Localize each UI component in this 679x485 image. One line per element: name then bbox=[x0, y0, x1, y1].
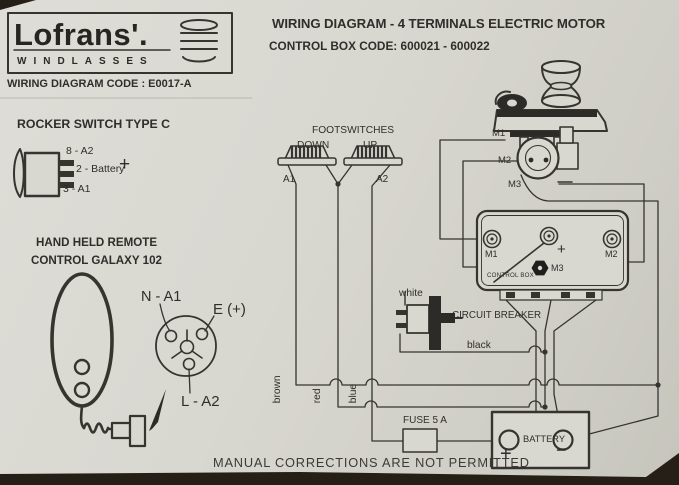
wire-black bbox=[399, 333, 546, 353]
rocker-switch-icon bbox=[13, 148, 74, 198]
brand-sub-text: WINDLASSES bbox=[17, 56, 154, 67]
battery-minus-sign: − bbox=[556, 440, 567, 460]
rocker-pin-3-a1: 3 - A1 bbox=[63, 183, 91, 195]
rocker-pin-2-battery: 2 - Battery bbox=[76, 163, 125, 175]
footswitch-up-icon bbox=[343, 145, 403, 166]
wire-label-blue: blue bbox=[347, 383, 359, 404]
wire-brown bbox=[287, 164, 659, 386]
logo-box bbox=[7, 12, 233, 74]
wire-label-red: red bbox=[311, 388, 323, 404]
motor-m3-label: M3 bbox=[508, 179, 522, 190]
remote-illustration bbox=[50, 272, 166, 448]
battery-label: BATTERY bbox=[523, 434, 566, 444]
battery-plus-sign: + bbox=[500, 443, 512, 465]
motor-body bbox=[516, 136, 560, 180]
wire-label-black: black bbox=[467, 340, 491, 351]
diagram-subtitle: CONTROL BOX CODE: 600021 - 600022 bbox=[269, 39, 490, 53]
pointer-arrow-icon bbox=[149, 389, 166, 431]
control-box-m3-label: M3 bbox=[551, 263, 564, 273]
battery-minus-terminal bbox=[552, 429, 574, 451]
terminal-m1 bbox=[482, 229, 502, 249]
remote-heading-1: HAND HELD REMOTE bbox=[36, 236, 158, 249]
junction-dots bbox=[335, 181, 661, 410]
remote-connector-icon bbox=[155, 303, 217, 394]
control-box-m2-label: M2 bbox=[605, 249, 618, 259]
wire-label-white: white bbox=[399, 288, 423, 299]
control-box-plus-label: + bbox=[557, 241, 566, 258]
footswitch-up-label: UP bbox=[363, 140, 378, 151]
battery-plus-terminal bbox=[498, 429, 520, 451]
wire-red bbox=[337, 183, 546, 408]
wire-blue bbox=[371, 164, 500, 442]
diagram-title: WIRING DIAGRAM - 4 TERMINALS ELECTRIC MO… bbox=[272, 16, 606, 31]
windlass-motor-illustration bbox=[493, 60, 608, 183]
remote-heading-2: CONTROL GALAXY 102 bbox=[31, 254, 162, 267]
battery-icon bbox=[490, 410, 591, 470]
control-box-label: CONTROL BOX bbox=[487, 272, 535, 279]
rocker-switch-heading: ROCKER SWITCH TYPE C bbox=[17, 117, 171, 131]
footswitches-heading: FOOTSWITCHES bbox=[312, 125, 395, 136]
remote-pin-e-plus: E (+) bbox=[213, 301, 246, 318]
fuse-icon bbox=[402, 428, 438, 453]
wire-label-brown: brown bbox=[271, 375, 283, 404]
control-box-m1-label: M1 bbox=[485, 249, 498, 259]
control-box bbox=[475, 209, 630, 301]
remote-pin-l-a2: L - A2 bbox=[181, 393, 220, 410]
winch-drum-icon bbox=[180, 19, 218, 63]
wire-m1 bbox=[439, 139, 506, 240]
circuit-breaker-label: CIRCUIT BREAKER bbox=[452, 310, 542, 321]
remote-pin-n-a1: N - A1 bbox=[141, 289, 182, 305]
footswitch-down-label: DOWN bbox=[297, 140, 330, 151]
terminal-a2-label: A2 bbox=[376, 174, 389, 185]
motor-m2-label: M2 bbox=[498, 155, 512, 166]
wiring-code: WIRING DIAGRAM CODE : E0017-A bbox=[7, 78, 192, 90]
terminal-a1-label: A1 bbox=[283, 174, 296, 185]
terminal-m2 bbox=[602, 229, 622, 249]
wires bbox=[287, 139, 661, 442]
cord-coil bbox=[82, 422, 114, 434]
wire-m2 bbox=[462, 160, 518, 268]
rocker-plus-sign: + bbox=[119, 154, 131, 175]
motor-m1-label: M1 bbox=[492, 128, 506, 139]
footer-note: MANUAL CORRECTIONS ARE NOT PERMITTED bbox=[213, 455, 530, 470]
terminal-center bbox=[539, 226, 559, 246]
wire-cb-m2 bbox=[558, 183, 645, 263]
rocker-pin-8-a2: 8 - A2 bbox=[66, 145, 94, 157]
circuit-breaker-icon bbox=[396, 291, 463, 350]
wire-common bbox=[325, 164, 353, 185]
footswitch-down-icon bbox=[277, 145, 337, 166]
brand-logo-text: Lofrans'. bbox=[14, 17, 149, 52]
wire-m3 bbox=[520, 174, 659, 439]
fuse-label: FUSE 5 A bbox=[403, 415, 447, 426]
